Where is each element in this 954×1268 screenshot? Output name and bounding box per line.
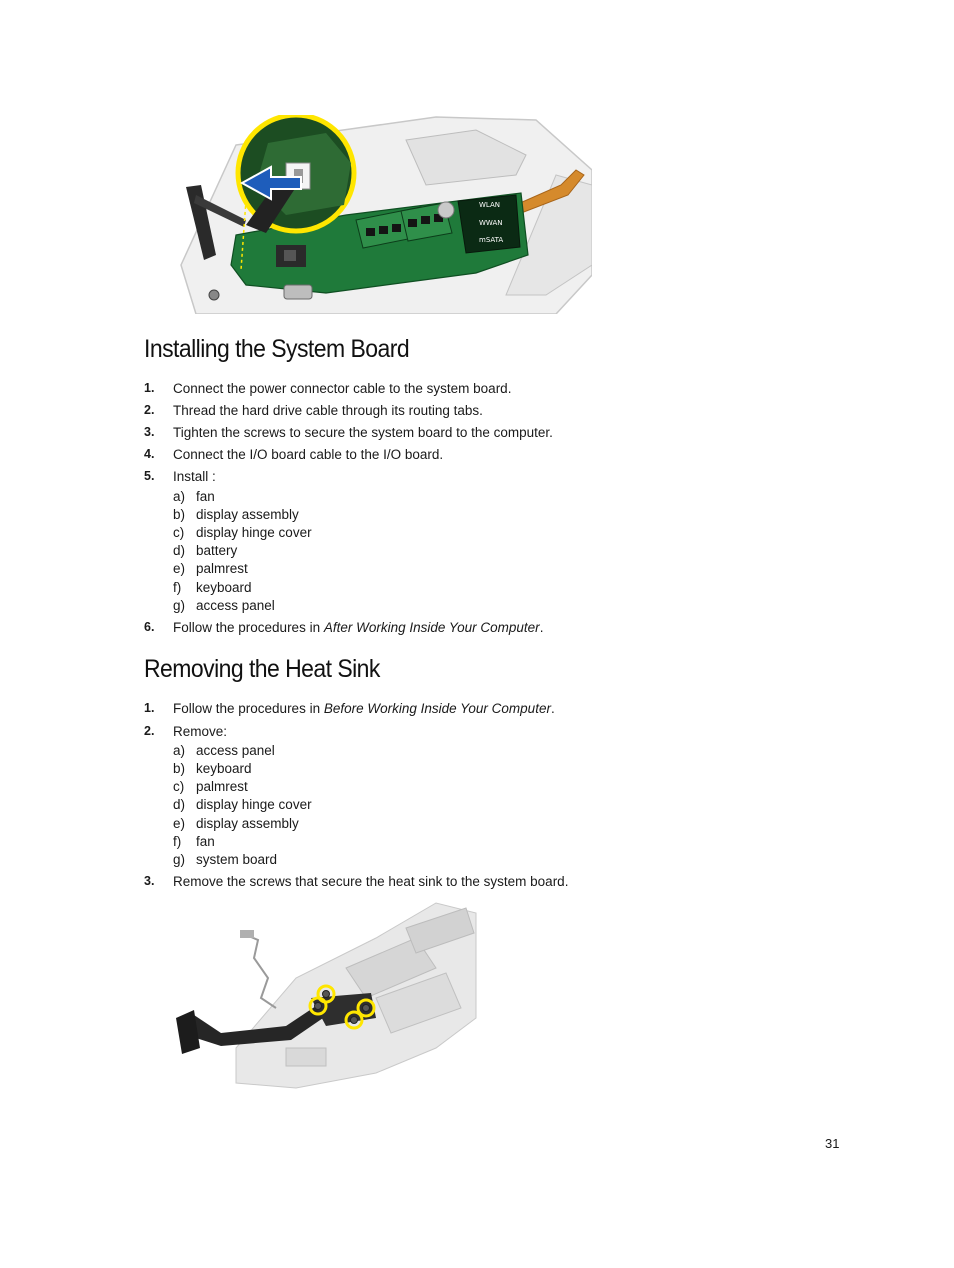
item-text: fan — [196, 834, 215, 849]
item-letter: g) — [173, 598, 186, 613]
step-text: Connect the power connector cable to the… — [173, 381, 512, 396]
step-text: Remove the screws that secure the heat s… — [173, 874, 569, 889]
item-text: display hinge cover — [196, 525, 312, 540]
wlan-label: WLAN — [479, 201, 500, 209]
step-number: 6. — [144, 620, 155, 634]
item-letter: c) — [173, 779, 185, 794]
svg-text:WLAN: WLAN — [479, 201, 500, 209]
step-number: 3. — [144, 425, 155, 439]
item-text: display assembly — [196, 816, 299, 831]
msata-label: mSATA — [479, 236, 503, 244]
item-text: palmrest — [196, 561, 248, 576]
item-letter: e) — [173, 561, 186, 576]
step-text: Install : — [173, 469, 216, 484]
svg-text:mSATA: mSATA — [479, 236, 503, 244]
page-number: 31 — [825, 1136, 840, 1151]
step-number: 1. — [144, 701, 155, 715]
item-text: palmrest — [196, 779, 248, 794]
item-letter: a) — [173, 489, 186, 504]
step-number: 1. — [144, 381, 155, 395]
step-text: Thread the hard drive cable through its … — [173, 403, 483, 418]
item-text: keyboard — [196, 761, 252, 776]
item-letter: f) — [173, 580, 182, 595]
item-text: keyboard — [196, 580, 252, 595]
item-letter: f) — [173, 834, 182, 849]
item-letter: d) — [173, 543, 186, 558]
item-text: display assembly — [196, 507, 299, 522]
wwan-label: WWAN — [479, 219, 503, 227]
step-text: Follow the procedures in After Working I… — [173, 620, 544, 635]
item-letter: c) — [173, 525, 185, 540]
svg-text:WWAN: WWAN — [479, 219, 503, 227]
item-text: fan — [196, 489, 215, 504]
figure-heat-sink-screws — [176, 898, 480, 1089]
item-letter: g) — [173, 852, 186, 867]
item-letter: d) — [173, 797, 186, 812]
item-letter: b) — [173, 507, 186, 522]
step-number: 5. — [144, 469, 155, 483]
heading-installing-system-board: Installing the System Board — [144, 335, 410, 363]
step-number: 2. — [144, 724, 155, 738]
item-letter: e) — [173, 816, 186, 831]
step-text: Tighten the screws to secure the system … — [173, 425, 553, 440]
step-number: 4. — [144, 447, 155, 461]
before-working-link-text: Before Working Inside Your Computer — [323, 701, 551, 716]
heading-removing-heat-sink: Removing the Heat Sink — [144, 655, 380, 683]
item-letter: a) — [173, 743, 186, 758]
step-text: Connect the I/O board cable to the I/O b… — [173, 447, 444, 462]
after-working-link-text: After Working Inside Your Computer — [323, 620, 540, 635]
figure-system-board-power-connector: WLAN WWAN mSATA — [176, 115, 592, 314]
item-text: display hinge cover — [196, 797, 312, 812]
step-number: 2. — [144, 403, 155, 417]
item-text: battery — [196, 543, 238, 558]
step-number: 3. — [144, 874, 155, 888]
item-text: system board — [196, 852, 278, 867]
item-text: access panel — [196, 598, 275, 613]
step-text: Follow the procedures in Before Working … — [173, 701, 555, 716]
item-text: access panel — [196, 743, 275, 758]
item-letter: b) — [173, 761, 186, 776]
step-text: Remove: — [173, 724, 228, 739]
